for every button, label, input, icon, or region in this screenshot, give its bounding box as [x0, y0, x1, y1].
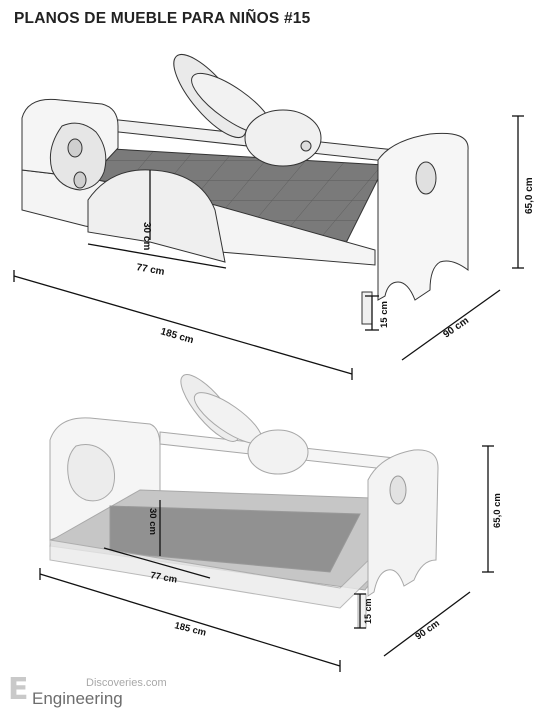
label-width-head-2: 77 cm	[149, 570, 177, 586]
dim-line-width-head	[87, 243, 227, 269]
label-leg-2: 15 cm	[363, 598, 373, 624]
dim-line-depth-2	[383, 591, 471, 657]
bear-shape-2	[67, 444, 116, 502]
front-guard	[87, 169, 226, 263]
dim-line-width-head-2	[103, 547, 211, 579]
watermark-brand: Engineering	[32, 689, 123, 708]
label-height-head: 30 cm	[141, 222, 152, 250]
label-width-head: 77 cm	[135, 262, 165, 278]
label-length-2: 185 cm	[173, 620, 207, 638]
rabbit-head-2	[247, 429, 309, 475]
rabbit-head	[244, 109, 322, 167]
watermark-logo: E	[8, 672, 29, 707]
label-total-height-2: 65,0 cm	[492, 493, 503, 528]
bear-eye-2	[73, 171, 87, 189]
label-leg: 15 cm	[379, 301, 390, 328]
label-total-height: 65,0 cm	[524, 177, 535, 214]
footboard-hole	[415, 161, 437, 195]
footboard-right-2	[367, 449, 439, 597]
dim-line-depth	[401, 289, 501, 361]
footboard-right	[377, 132, 469, 301]
watermark: E Discoveries.com Engineering	[8, 672, 208, 716]
mattress-top-2	[109, 505, 361, 573]
footboard-hole-2	[389, 475, 407, 505]
bear-eye-1	[67, 138, 83, 158]
label-height-head-2: 30 cm	[147, 508, 158, 535]
dim-line-length-2	[39, 573, 341, 667]
page-title: PLANOS DE MUEBLE PARA NIÑOS #15	[14, 10, 311, 27]
rabbit-eye	[300, 140, 312, 152]
dim-line-length	[13, 275, 353, 375]
watermark-site: Discoveries.com	[86, 677, 167, 689]
label-depth-2: 90 cm	[413, 618, 441, 642]
